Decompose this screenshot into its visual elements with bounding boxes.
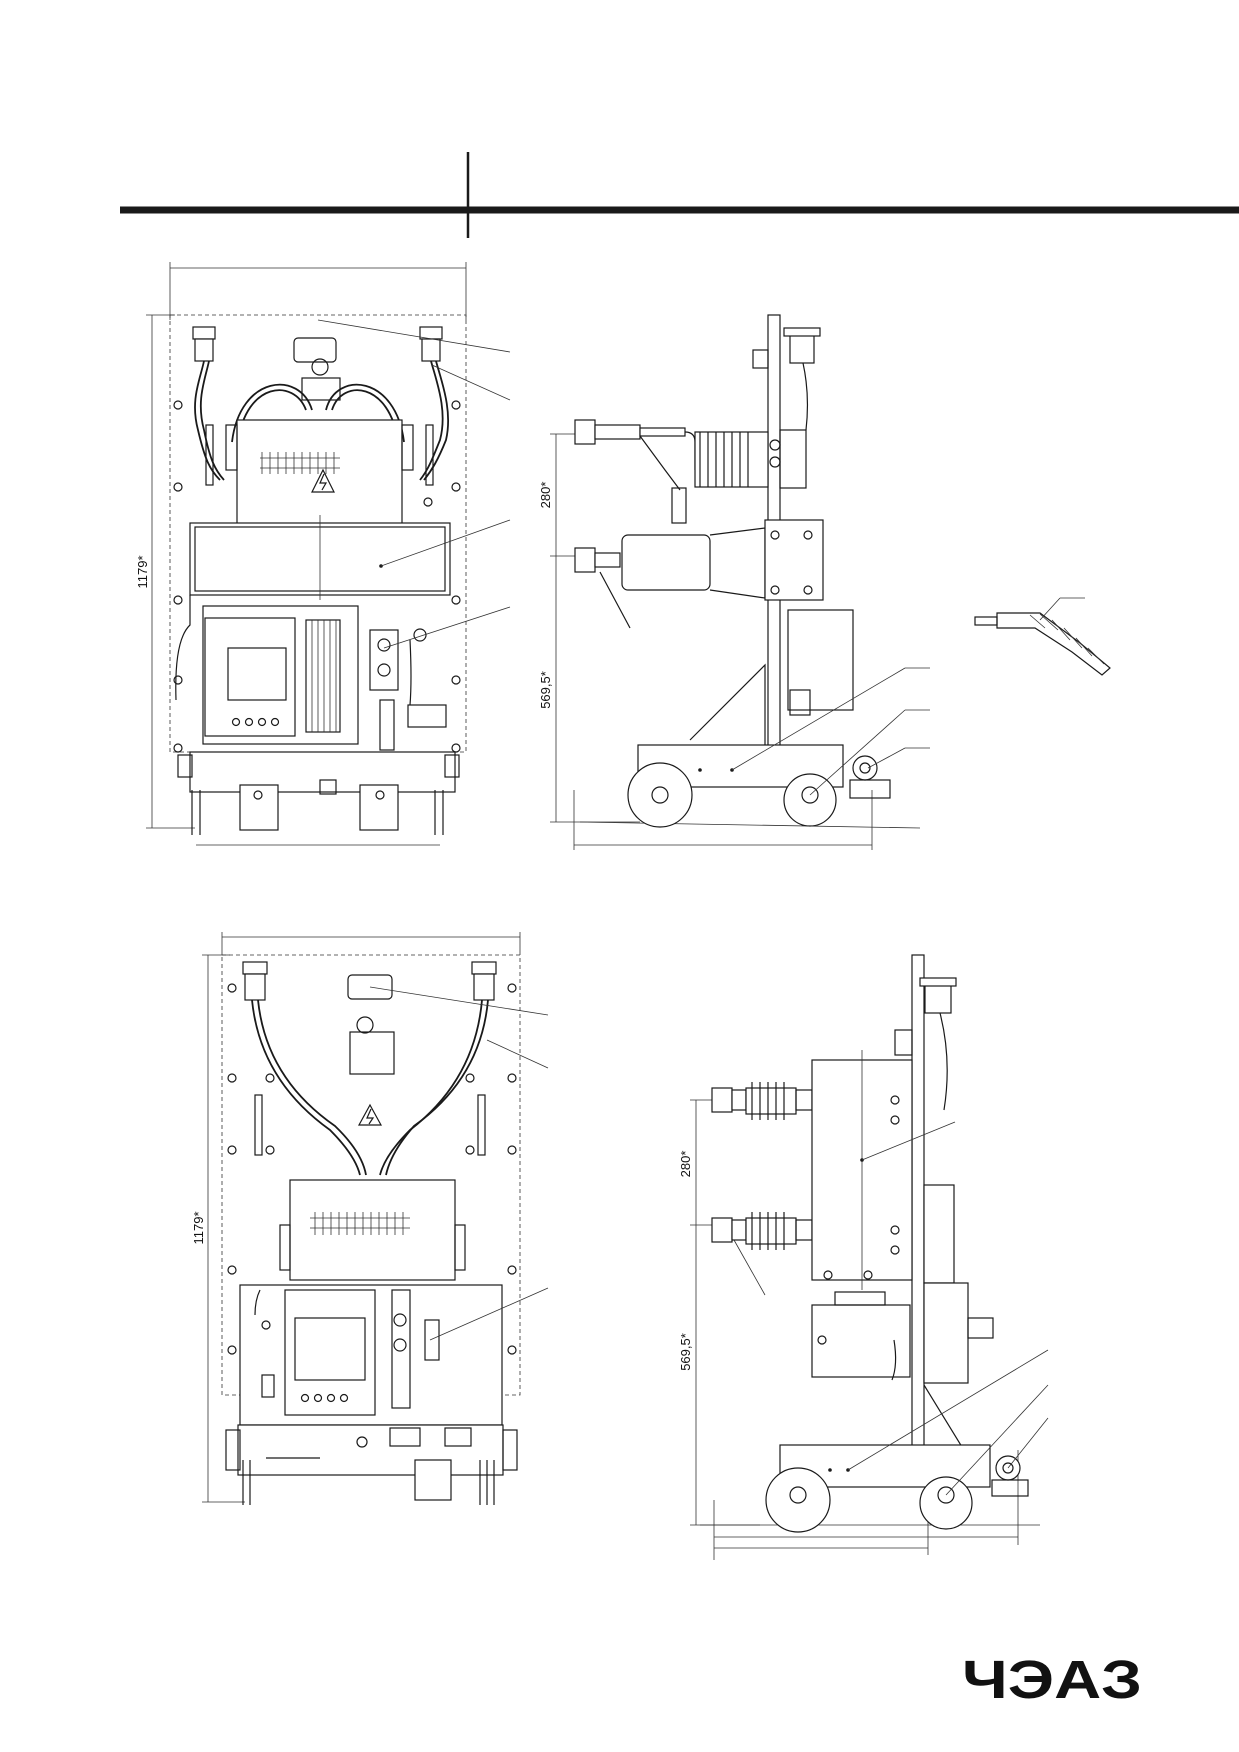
front-top-main-body [189,515,451,600]
front-top-connectors [192,326,443,401]
front-bottom-leaders [369,986,549,1341]
side-top-lower-pole [574,519,824,629]
front-top-leaders [317,319,511,649]
side-bottom-upper-label: 280* [678,1151,693,1178]
front-bottom-height-label: 1179* [191,1211,206,1244]
front-top-upper-housing [225,419,433,526]
front-top-lower-panel [175,595,447,751]
side-view-bottom: 280* 569,5* [678,954,1049,1560]
cable-detail [974,597,1111,676]
side-top-chassis [627,744,891,828]
side-top-leaders [731,667,930,796]
front-view-bottom: 1179* [191,932,549,1505]
side-view-top: 280* 569,5* [538,314,930,850]
front-top-height-label: 1179* [135,555,150,588]
side-top-lower-label: 569,5* [538,671,553,709]
side-bottom-insulators [711,1082,813,1250]
company-logo: ЧЭАЗ [962,1650,1142,1710]
front-view-top: 1179* [135,262,511,846]
side-bottom-lower-label: 569,5* [678,1333,693,1371]
side-bottom-leaders [733,1121,1049,1496]
front-top-base [177,751,460,835]
side-top-upper-label: 280* [538,482,553,509]
company-logo-text: ЧЭАЗ [962,1650,1142,1710]
side-top-upper-pole [574,419,807,524]
header-rule [120,152,1239,238]
